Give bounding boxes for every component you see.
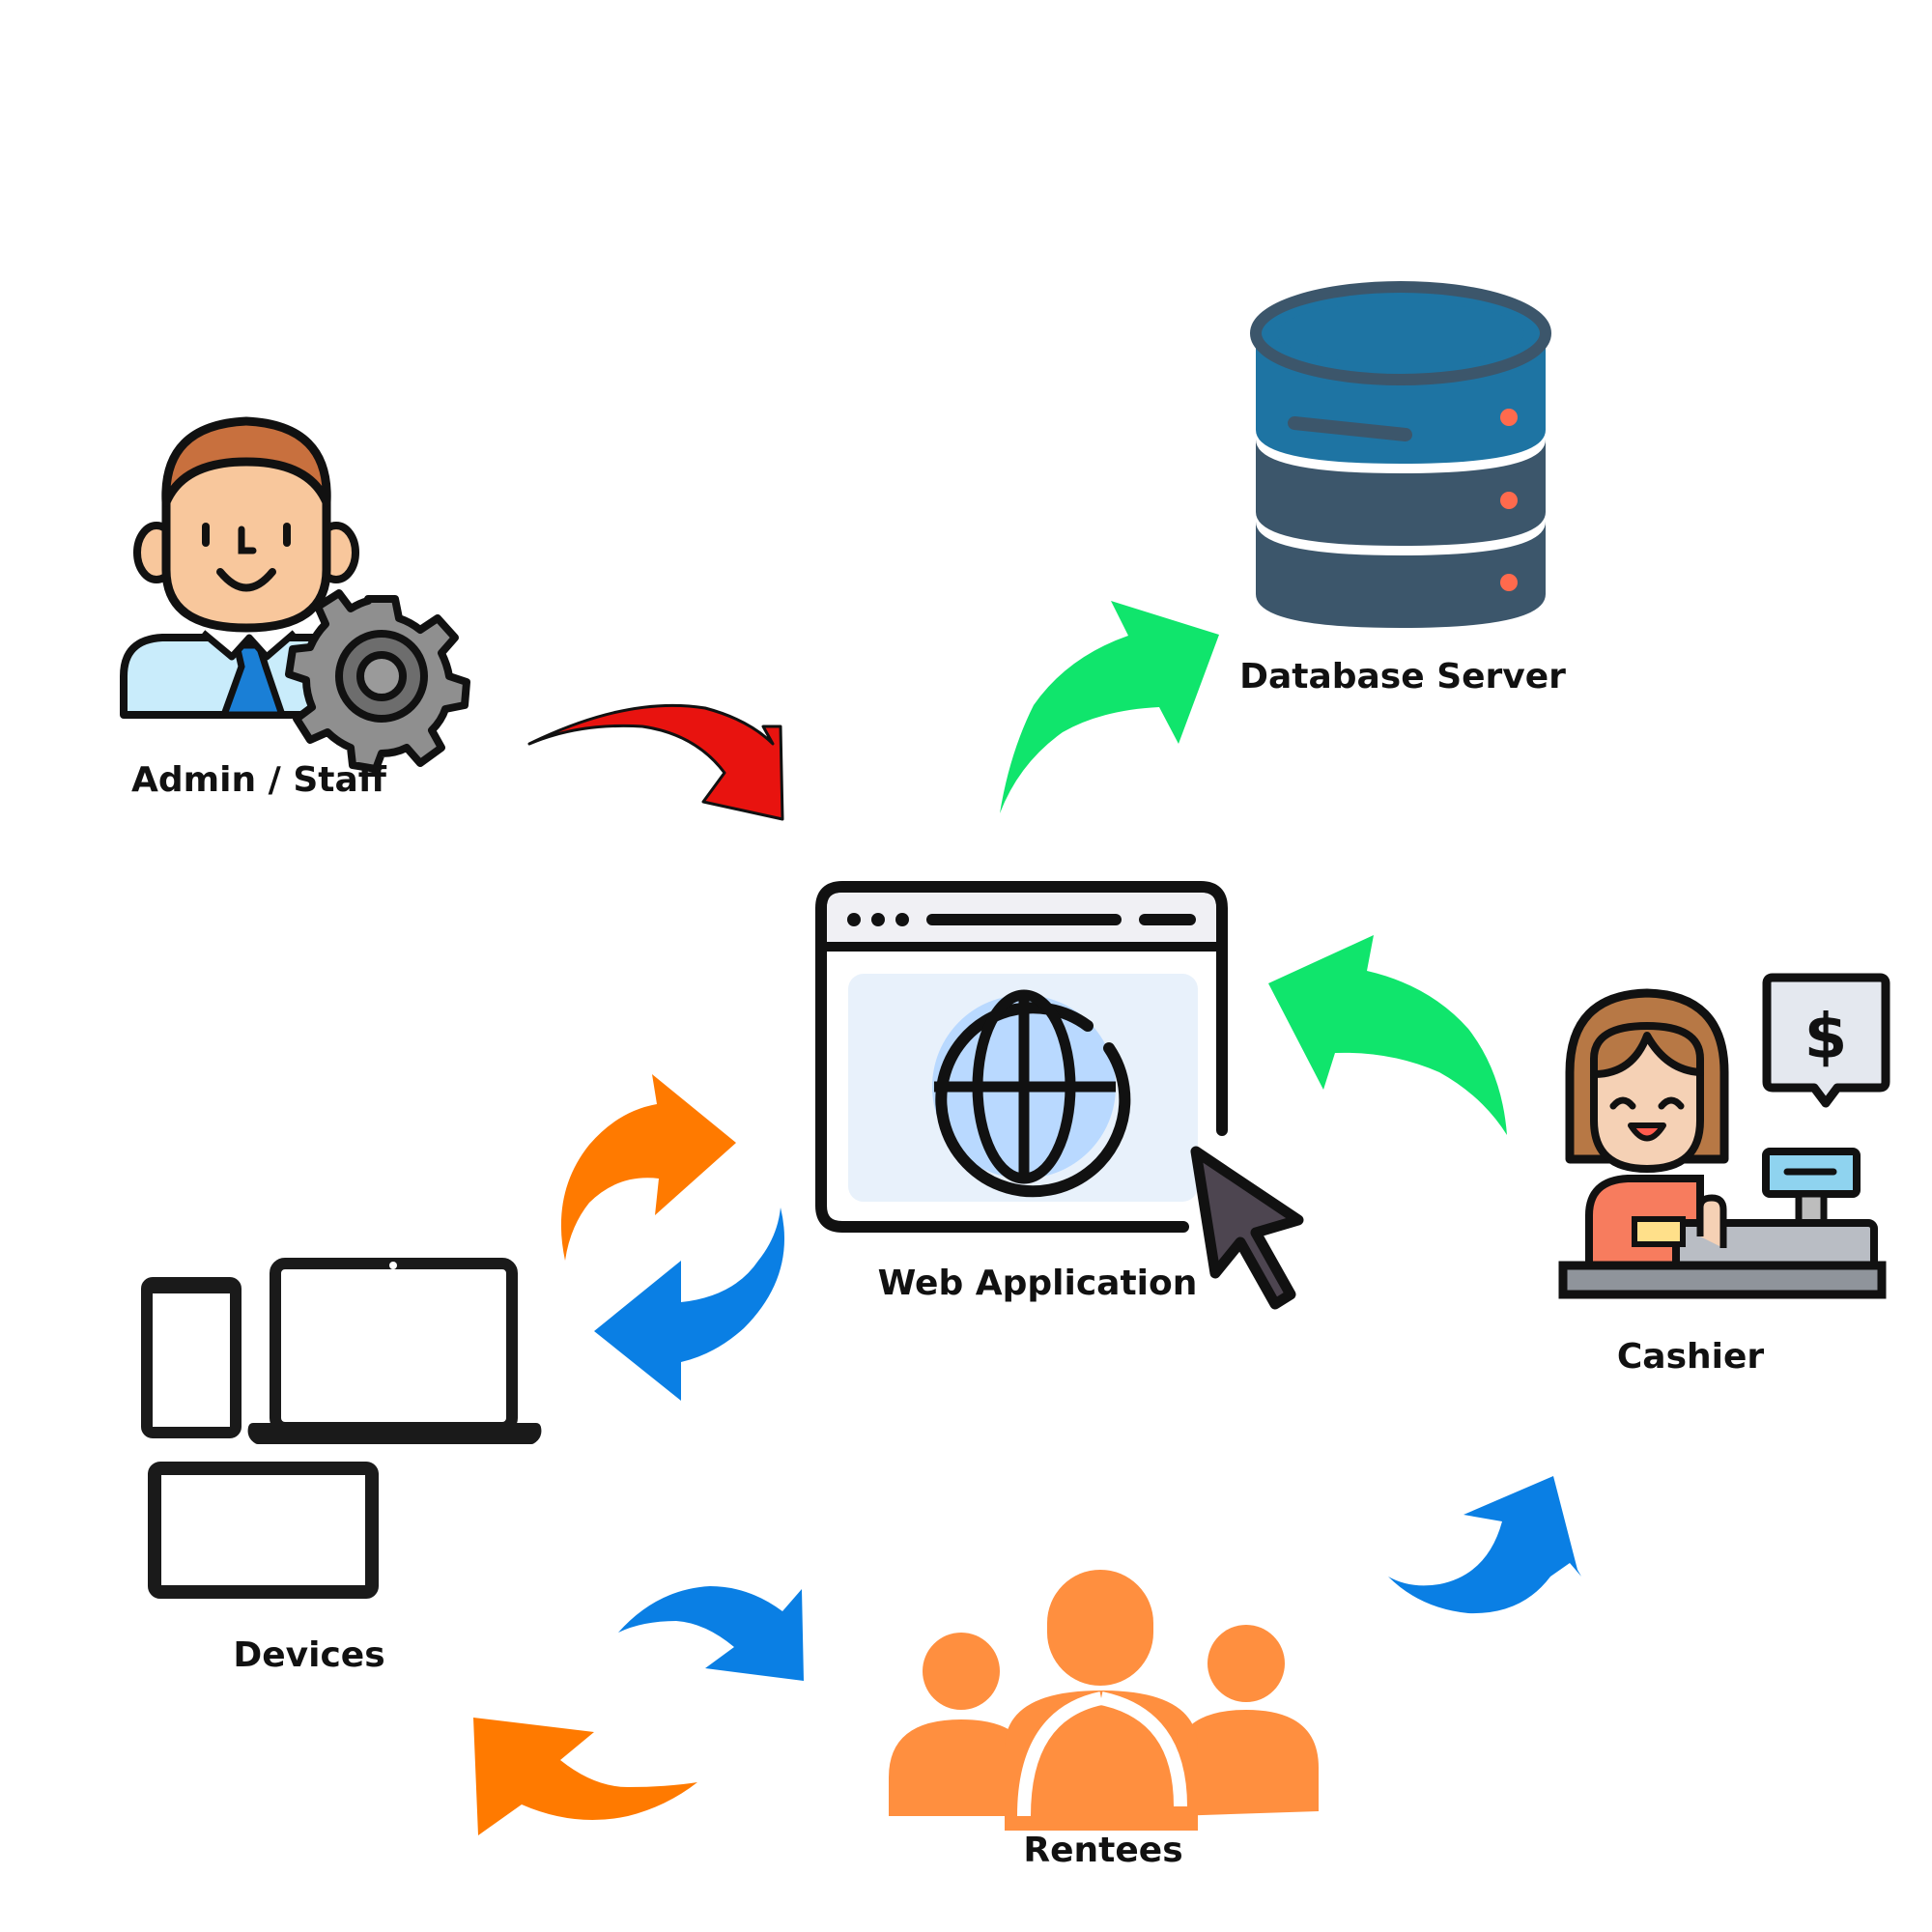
database-icon	[1250, 281, 1551, 628]
arrow-rentees-to-cashier	[1388, 1476, 1581, 1614]
arrow-cashier-to-webapp	[1268, 935, 1507, 1135]
devices-icon	[141, 1258, 542, 1599]
admin-label: Admin / Staff	[131, 760, 386, 800]
group-people-icon	[889, 1570, 1319, 1831]
arrow-webapp-to-devices	[594, 1208, 785, 1401]
webapp-label: Web Application	[877, 1264, 1198, 1303]
arrow-webapp-to-database	[1000, 601, 1219, 813]
arrow-rentees-to-devices	[473, 1718, 697, 1835]
cashier-label: Cashier	[1616, 1337, 1765, 1377]
browser-globe-icon	[815, 881, 1304, 1310]
svg-text:$: $	[1804, 1002, 1848, 1073]
arrow-admin-to-webapp	[527, 703, 784, 821]
arrow-devices-to-rentees	[618, 1586, 804, 1681]
cashier-register-icon: $	[1558, 973, 1890, 1299]
admin-gear-icon	[120, 416, 470, 773]
database-label: Database Server	[1239, 657, 1566, 696]
arrow-devices-to-webapp	[560, 1074, 736, 1261]
devices-label: Devices	[233, 1635, 385, 1675]
rentees-label: Rentees	[1023, 1831, 1183, 1870]
